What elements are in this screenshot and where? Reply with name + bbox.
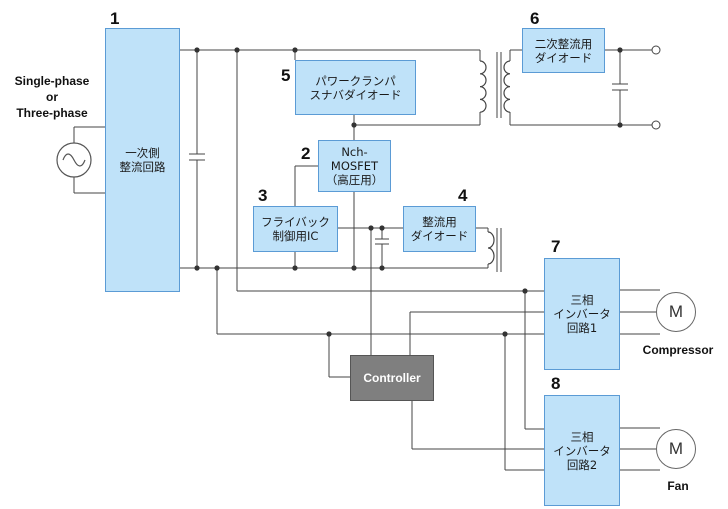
inverter-1-block: 三相 インバータ 回路1 xyxy=(544,258,620,370)
input-label: Single-phase or Three-phase xyxy=(14,74,90,120)
secondary-diode-block: 二次整流用 ダイオード xyxy=(522,28,605,73)
primary-rectifier-block: 一次側 整流回路 xyxy=(105,28,180,292)
rectifier-diode-block: 整流用 ダイオード xyxy=(403,206,476,252)
block-4-number: 4 xyxy=(458,186,468,205)
flyback-ic-block: フライバック 制御用IC xyxy=(253,206,338,252)
block-5-number: 5 xyxy=(281,66,291,85)
block-3-number: 3 xyxy=(258,186,268,205)
block-1-number: 1 xyxy=(110,9,120,28)
block-6-number: 6 xyxy=(530,9,540,28)
block-8-number: 8 xyxy=(551,374,561,393)
fan-motor-icon: M xyxy=(656,429,696,469)
compressor-motor-icon: M xyxy=(656,292,696,332)
fan-label: Fan xyxy=(667,479,689,493)
ac-source-icon xyxy=(56,142,92,178)
inverter-2-block: 三相 インバータ 回路2 xyxy=(544,395,620,506)
mosfet-block: Nch- MOSFET （高圧用） xyxy=(318,140,391,192)
snubber-diode-block: パワークランパ スナバダイオード xyxy=(295,60,416,115)
transformer-winding-icon xyxy=(479,60,511,265)
compressor-label: Compressor xyxy=(642,343,714,357)
block-7-number: 7 xyxy=(551,237,561,256)
block-2-number: 2 xyxy=(301,144,311,163)
controller-block: Controller xyxy=(350,355,434,401)
